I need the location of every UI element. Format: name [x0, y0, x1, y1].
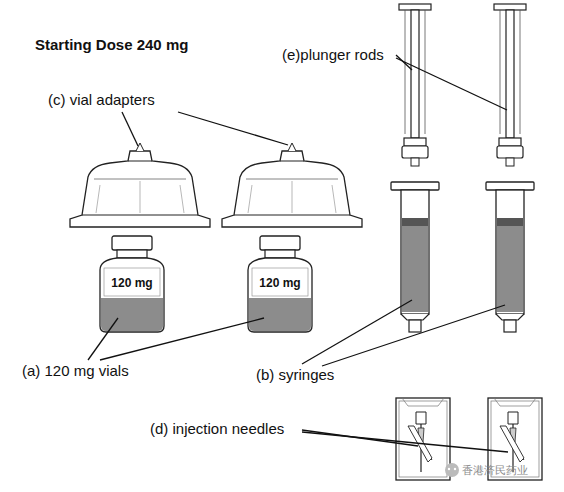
part-label: (e)plunger rods: [282, 46, 384, 64]
leader-lines: [88, 55, 508, 452]
watermark: 香港济民药业: [462, 464, 528, 477]
part-label: (c) vial adapters: [48, 91, 155, 109]
vial-label: 120 mg: [111, 276, 152, 290]
title: Starting Dose 240 mg: [35, 36, 188, 54]
vial-label: 120 mg: [259, 276, 300, 290]
watermark-icon: [445, 463, 459, 477]
part-label: (d) injection needles: [150, 420, 284, 438]
part-label: (b) syringes: [256, 366, 334, 384]
part-label: (a) 120 mg vials: [22, 362, 129, 380]
